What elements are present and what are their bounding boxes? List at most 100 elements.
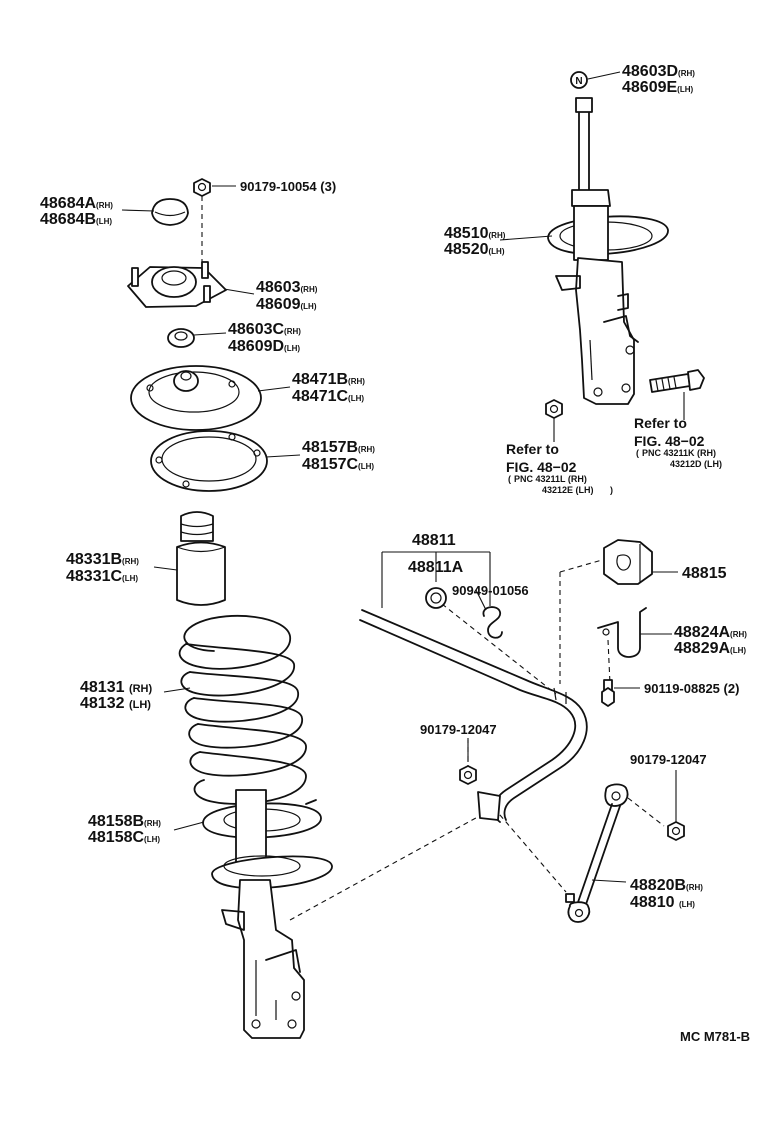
svg-text:48684A(RH): 48684A(RH) [40,195,113,212]
label-cap: 48684A(RH) 48684B(LH) [40,195,113,228]
svg-text:48157C(LH): 48157C(LH) [302,456,374,473]
part-number: 48810 [630,894,675,911]
part-suffix: (LH) [358,462,374,471]
clip-icon [482,606,503,639]
part-number: 48609 [256,296,301,313]
reference-pnc: PNC 43211L (RH) [514,474,587,484]
reference-figure: FIG. 48−02 [506,459,577,475]
part-suffix: (RH) [122,557,139,566]
part-number: 90179-10054 [240,179,317,194]
diagram-code: MC M781-B [680,1029,750,1044]
svg-text:48132 (LH): 48132 (LH) [80,695,151,712]
part-number: 48132 [80,695,125,712]
svg-text:48157B(RH): 48157B(RH) [302,439,375,456]
svg-text:48471C(LH): 48471C(LH) [292,388,364,405]
reference-pnc: 43212D (LH) [670,459,722,469]
part-number: 48603 [256,279,301,296]
part-number: 48824A [674,624,730,641]
part-number: 48471C [292,388,348,405]
part-suffix: (LH) [144,835,160,844]
svg-text:48609D(LH): 48609D(LH) [228,338,300,355]
part-qty: (3) [320,179,336,194]
left-strut-body-icon [211,789,333,1039]
part-number: 90119-08825 [644,681,720,696]
part-suffix: (RH) [358,445,375,454]
svg-text:48331C(LH): 48331C(LH) [66,568,138,585]
cap-icon [151,198,189,226]
stabilizer-link-icon [565,783,629,923]
svg-text:): ) [610,485,613,495]
assembly-dashed-lines [201,196,665,921]
part-number: 48684A [40,195,96,212]
n-marker-icon: N [570,71,588,89]
label-strut-insulator: 48603D(RH) 48609E(LH) [622,63,695,96]
diagram-code-label: MC M781-B [680,1029,750,1044]
label-nut-right: 90179-12047 [630,752,707,767]
part-qty: (2) [724,681,740,696]
label-bracket-bolt: 90119-08825 (2) [644,681,739,696]
label-clip: 90949-01056 [452,583,529,598]
stabilizer-bushing-icon [425,587,447,609]
part-suffix: (RH) [144,819,161,828]
upper-insulator-icon [150,430,268,492]
label-upper-insulator: 48157B(RH) 48157C(LH) [302,439,375,473]
part-suffix: (RH) [678,69,695,78]
svg-text:48603C(RH): 48603C(RH) [228,321,301,338]
leader-lines [121,71,685,883]
part-number: 48158B [88,813,144,830]
svg-text:48684B(LH): 48684B(LH) [40,211,112,228]
label-stabilizer-bar: 48811 [412,532,456,549]
svg-text:48824A(RH): 48824A(RH) [674,624,747,641]
part-suffix: (RH) [686,883,703,892]
coil-spring-icon [178,614,307,805]
label-bump-stopper: 48331B(RH) 48331C(LH) [66,551,139,585]
part-number: 48609E [622,79,677,96]
svg-text:(: ( [636,448,639,458]
part-suffix: (LH) [348,394,364,403]
part-suffix: (LH) [677,85,693,94]
svg-text:48331B(RH): 48331B(RH) [66,551,139,568]
part-suffix: (LH) [301,302,317,311]
part-number: 48158C [88,829,144,846]
part-number: 48815 [682,565,727,582]
part-suffix: (RH) [301,285,318,294]
svg-text:48131 (RH): 48131 (RH) [80,679,153,696]
svg-text:48158C(LH): 48158C(LH) [88,829,160,846]
label-upper-seat: 48471B(RH) 48471C(LH) [292,371,365,405]
part-number: 48829A [674,640,730,657]
strut-assembly-icon [547,97,669,405]
stabilizer-bar-icon [359,609,588,823]
n-marker-label: N [575,76,582,87]
part-suffix: (LH) [122,574,138,583]
label-strut-assembly: 48510(RH) 48520(LH) [444,225,506,258]
collar-icon [167,328,195,348]
bump-stopper-icon [176,511,226,606]
bracket-bolt-icon [601,679,615,707]
nut-right-icon [667,821,685,841]
bracket-icon [597,607,647,658]
part-number: 48811 [412,532,456,549]
nut-mid-icon [459,765,477,785]
part-number: 48603D [622,63,678,80]
svg-text:48603D(RH): 48603D(RH) [622,63,695,80]
part-suffix: (RH) [489,231,506,240]
part-number: 48684B [40,211,96,228]
nut-top-icon [193,178,211,197]
reference-figure: FIG. 48−02 [634,433,705,449]
svg-text:48829A(LH): 48829A(LH) [674,640,746,657]
strut-bolt-icon [649,369,705,393]
part-suffix: (LH) [129,699,151,711]
part-suffix: (RH) [96,201,113,210]
label-stabilizer-bushing: 48811A [408,559,464,576]
svg-text:48510(RH): 48510(RH) [444,225,506,242]
label-support: 48603(RH) 48609(LH) [256,279,318,313]
svg-text:(: ( [508,474,511,484]
label-nut-mid: 90179-12047 [420,722,497,737]
label-lower-insulator: 48158B(RH) 48158C(LH) [88,813,161,846]
part-number: 48510 [444,225,489,242]
part-suffix: (LH) [96,217,112,226]
part-number: 90949-01056 [452,583,529,598]
part-suffix: (RH) [129,683,153,695]
part-number: 90179-12047 [630,752,707,767]
